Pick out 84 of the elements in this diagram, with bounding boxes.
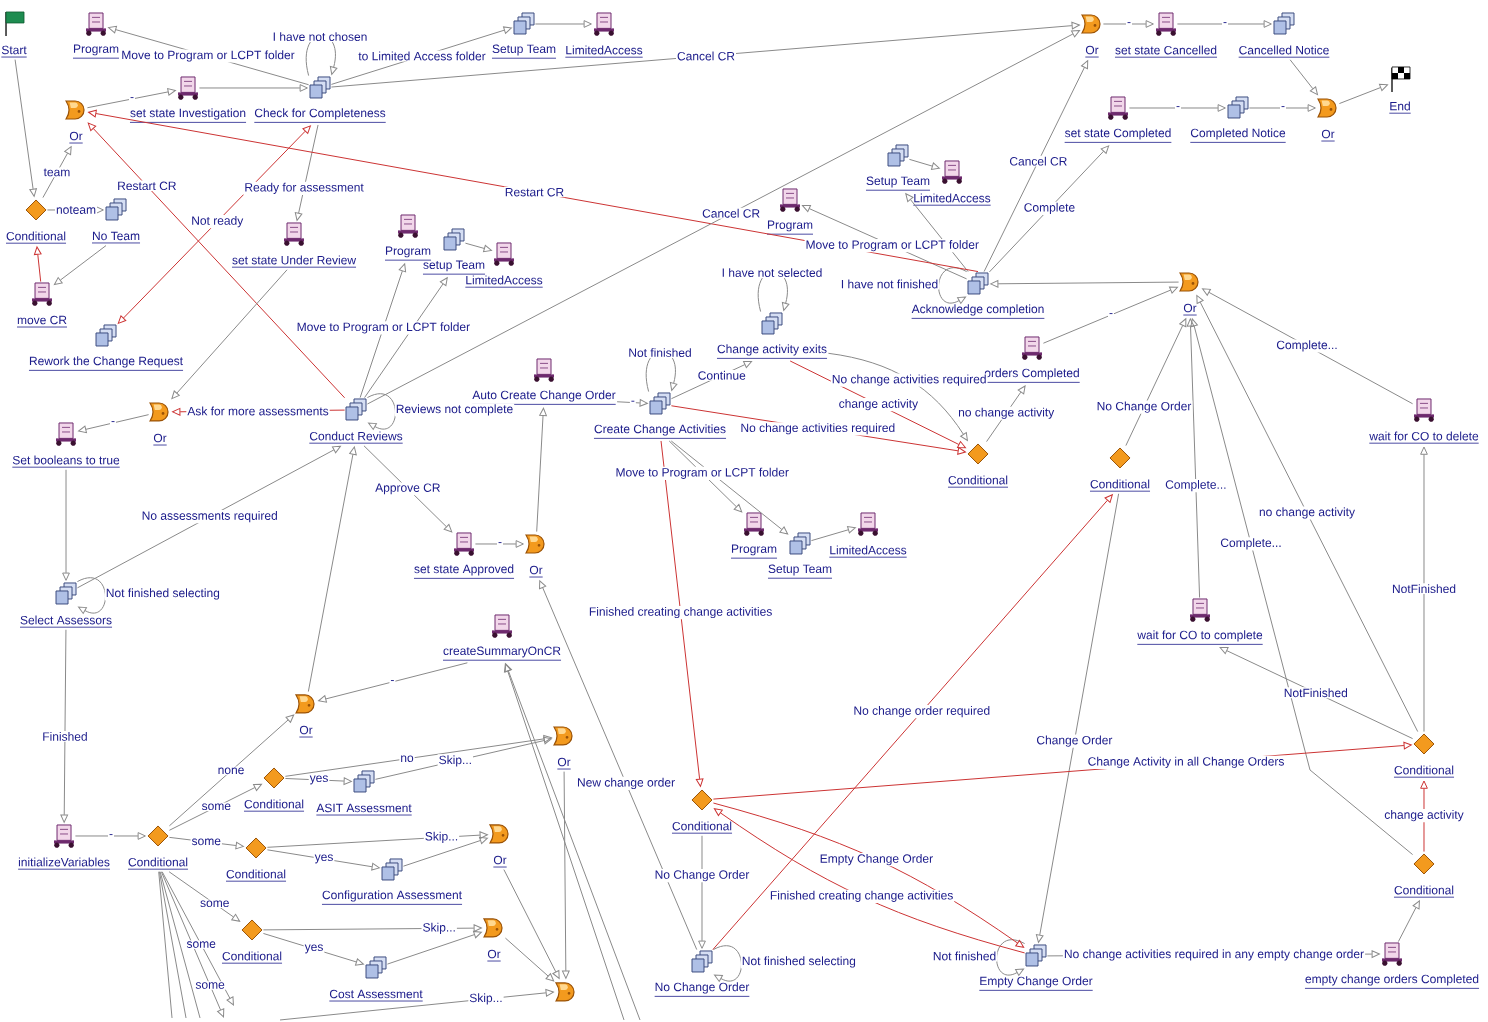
connector-line	[158, 871, 187, 1019]
arrow	[1128, 104, 1226, 112]
arrow	[1102, 20, 1154, 28]
arrow	[698, 835, 706, 949]
arrow	[161, 871, 234, 1006]
arrow	[1219, 647, 1414, 740]
arrow	[262, 932, 364, 966]
arrow	[60, 629, 69, 823]
loop-arrow	[366, 393, 396, 430]
arrow	[374, 736, 552, 780]
arrow	[364, 277, 448, 399]
arrow	[1397, 900, 1420, 943]
arrow	[827, 352, 968, 442]
arrow	[78, 414, 150, 434]
arrow	[386, 930, 482, 965]
arrow	[171, 269, 288, 400]
arrow	[42, 146, 72, 199]
arrow	[1176, 20, 1272, 28]
arrow	[168, 714, 295, 827]
arrow	[905, 193, 969, 273]
arrow	[1035, 493, 1120, 943]
arrow	[616, 399, 648, 407]
or-gate-icon	[555, 982, 575, 1002]
arrow	[990, 279, 1180, 288]
arrow	[988, 145, 1110, 273]
arrow	[266, 849, 380, 871]
arrow	[33, 246, 42, 283]
loop-arrow	[712, 945, 742, 982]
arrow	[318, 662, 468, 703]
arrow	[474, 540, 524, 548]
arrow	[1186, 318, 1201, 599]
arrow	[1042, 286, 1178, 344]
arrow	[279, 989, 554, 1021]
arrow	[1190, 318, 1414, 856]
loop-arrow	[76, 577, 106, 614]
arrow	[986, 385, 1026, 443]
arrow	[660, 440, 704, 787]
loop-arrow	[996, 939, 1026, 976]
arrow	[168, 871, 241, 922]
arrow	[908, 158, 940, 170]
arrow	[198, 84, 308, 92]
arrow	[1202, 288, 1414, 405]
arrow	[539, 580, 698, 951]
arrow	[366, 30, 1080, 405]
arrow	[1125, 318, 1187, 447]
arrow	[62, 469, 70, 581]
arrow	[262, 924, 482, 932]
connector-line	[158, 871, 173, 1019]
arrow	[76, 445, 341, 589]
arrow	[561, 771, 570, 979]
arrow	[266, 831, 488, 848]
arrow	[810, 526, 856, 542]
arrow	[503, 869, 560, 979]
arrow	[536, 407, 547, 533]
arrow	[1338, 83, 1388, 105]
arrow	[1289, 59, 1318, 96]
arrow	[294, 124, 319, 221]
arrow	[534, 20, 592, 28]
arrow	[504, 937, 555, 982]
arrow	[74, 832, 146, 840]
arrow	[464, 242, 492, 253]
arrow	[712, 494, 1113, 951]
arrow	[53, 245, 107, 286]
arrow	[983, 60, 1089, 273]
arrow	[117, 125, 311, 324]
arrow	[87, 122, 346, 399]
arrow	[363, 445, 453, 533]
loop-arrow	[938, 267, 968, 304]
arrow	[284, 735, 552, 777]
arrow	[160, 871, 225, 1018]
arrow	[1420, 446, 1428, 733]
arrow	[86, 88, 176, 109]
connector-line	[159, 871, 201, 1019]
arrow	[284, 777, 352, 785]
arrow	[1420, 780, 1428, 853]
arrow	[359, 263, 407, 399]
arrow	[402, 836, 488, 867]
arrow	[168, 783, 262, 831]
arrow	[330, 21, 1080, 88]
arrow	[670, 440, 789, 535]
arrow	[1248, 104, 1316, 112]
arrow	[1196, 295, 1419, 733]
arrow	[307, 446, 357, 693]
arrow	[14, 59, 37, 197]
